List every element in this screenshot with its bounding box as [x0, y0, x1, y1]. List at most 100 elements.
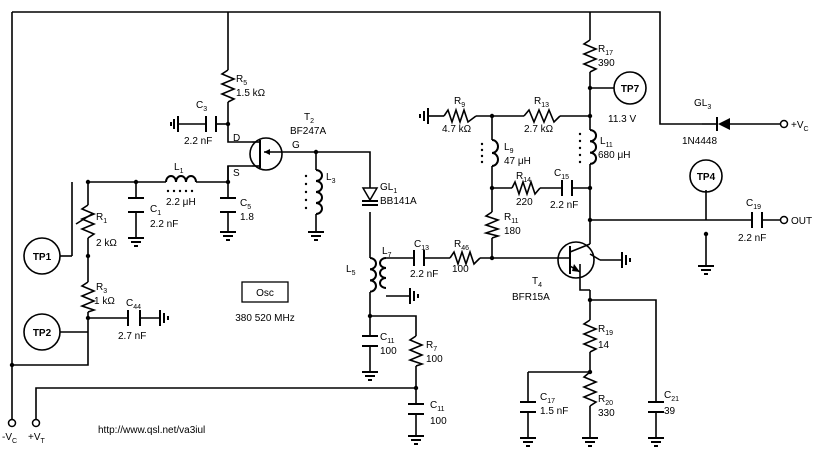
r7-name: R7 [426, 340, 437, 353]
testpoint-tp1: TP1 [23, 237, 61, 275]
r1-wiper [75, 213, 93, 225]
svg-text:TP4: TP4 [697, 172, 716, 183]
r11-resistor [483, 211, 501, 239]
l3-name: L3 [326, 172, 336, 185]
vc-minus-label: -VC [2, 432, 17, 445]
l1-inductor [165, 175, 197, 183]
r1-resistor [79, 204, 97, 239]
c44-value: 2.7 nF [118, 331, 146, 342]
pin-source: S [233, 168, 240, 179]
ground-c44 [159, 310, 169, 326]
ground-l3 [308, 231, 324, 241]
r3-name: R3 [96, 282, 107, 295]
svg-text:TP7: TP7 [621, 84, 640, 95]
r19-resistor [581, 319, 599, 353]
r14-name: R14 [516, 171, 531, 184]
r9-resistor [443, 107, 477, 125]
r1-name: R1 [96, 212, 107, 225]
ground-symbols [128, 108, 714, 447]
oscillator-range: 380 520 MHz [235, 313, 294, 324]
r17-name: R17 [598, 44, 613, 57]
ground-c11a [362, 371, 378, 381]
r5-value: 1.5 kΩ [236, 88, 266, 99]
c21-value: 39 [664, 406, 676, 417]
c3-capacitor [205, 116, 217, 132]
c11b-name: C11 [430, 400, 445, 413]
c11a-name: C11 [380, 332, 395, 345]
l11-core-dots [578, 132, 582, 164]
c21-name: C21 [664, 390, 679, 403]
testpoint-tp4: TP4 [689, 159, 723, 193]
r13-resistor [523, 107, 561, 125]
ground-r9 [419, 108, 429, 124]
gl3-value: 1N4448 [682, 136, 717, 147]
testpoint-tp2: TP2 [23, 313, 61, 351]
out-label: OUT [791, 216, 812, 227]
t4-bjt-symbol [540, 241, 601, 279]
r7-value: 100 [426, 354, 443, 365]
vc-plus-terminal [779, 119, 789, 129]
r20-resistor [581, 371, 599, 407]
c17-capacitor [520, 401, 536, 413]
c19-value: 2.2 nF [738, 233, 766, 244]
c1-capacitor [128, 197, 144, 213]
ground-c1 [128, 237, 144, 247]
gl3-diode [716, 117, 730, 131]
c5-name: C5 [240, 198, 251, 211]
junction-dots [9, 85, 709, 391]
r46-resistor [449, 249, 481, 267]
l5-name: L5 [346, 264, 356, 277]
r11-name: R11 [504, 212, 519, 225]
gl1-varactor-diode [361, 187, 379, 206]
c15-value: 2.2 nF [550, 200, 578, 211]
t2-name: T2 [304, 112, 314, 125]
r20-value: 330 [598, 408, 615, 419]
r13-name: R13 [534, 96, 549, 109]
l9-name: L9 [504, 142, 514, 155]
l3-core-dots [304, 174, 308, 210]
gl1-value: BB141A [380, 196, 417, 207]
r19-name: R19 [598, 324, 613, 337]
gl3-name: GL3 [694, 98, 711, 111]
c19-capacitor [751, 212, 763, 228]
ground-t4 [621, 252, 631, 268]
l5-inductor [369, 257, 377, 293]
r7-resistor [407, 335, 425, 367]
svg-text:TP1: TP1 [33, 252, 52, 263]
ground-c17 [520, 437, 536, 447]
r1-value: 2 kΩ [96, 238, 117, 249]
pin-gate: G [292, 140, 300, 151]
c13-capacitor [413, 250, 425, 266]
r19-value: 14 [598, 340, 610, 351]
r9-value: 4.7 kΩ [442, 124, 472, 135]
testpoints: TP1 TP2 TP7 TP4 [23, 71, 723, 351]
capacitors [127, 116, 763, 415]
pin-drain: D [233, 133, 240, 144]
t2-fet-symbol [249, 137, 283, 171]
c44-name: C44 [126, 298, 141, 311]
t4-value: BFR15A [512, 292, 550, 303]
t2-value: BF247A [290, 126, 326, 137]
r14-resistor [511, 179, 541, 197]
l9-value: 47 μH [504, 156, 531, 167]
c11a-value: 100 [380, 346, 397, 357]
c21-capacitor [648, 401, 664, 413]
c17-name: C17 [540, 392, 555, 405]
ground-r20 [582, 437, 598, 447]
c11b-value: 100 [430, 416, 447, 427]
inductors [165, 129, 598, 293]
c15-capacitor [561, 180, 573, 196]
c13-value: 2.2 nF [410, 269, 438, 280]
l9-inductor [491, 139, 499, 167]
l11-inductor [589, 129, 598, 165]
c3-name: C3 [196, 100, 207, 113]
c5-value: 1.8 [240, 212, 254, 223]
r46-name: R46 [454, 239, 469, 252]
r5-resistor [219, 69, 237, 103]
gl1-name: GL1 [380, 182, 397, 195]
r11-value: 180 [504, 226, 521, 237]
vc-minus-terminal [7, 418, 17, 428]
c13-name: C13 [414, 239, 429, 252]
c11a-capacitor [362, 335, 378, 347]
